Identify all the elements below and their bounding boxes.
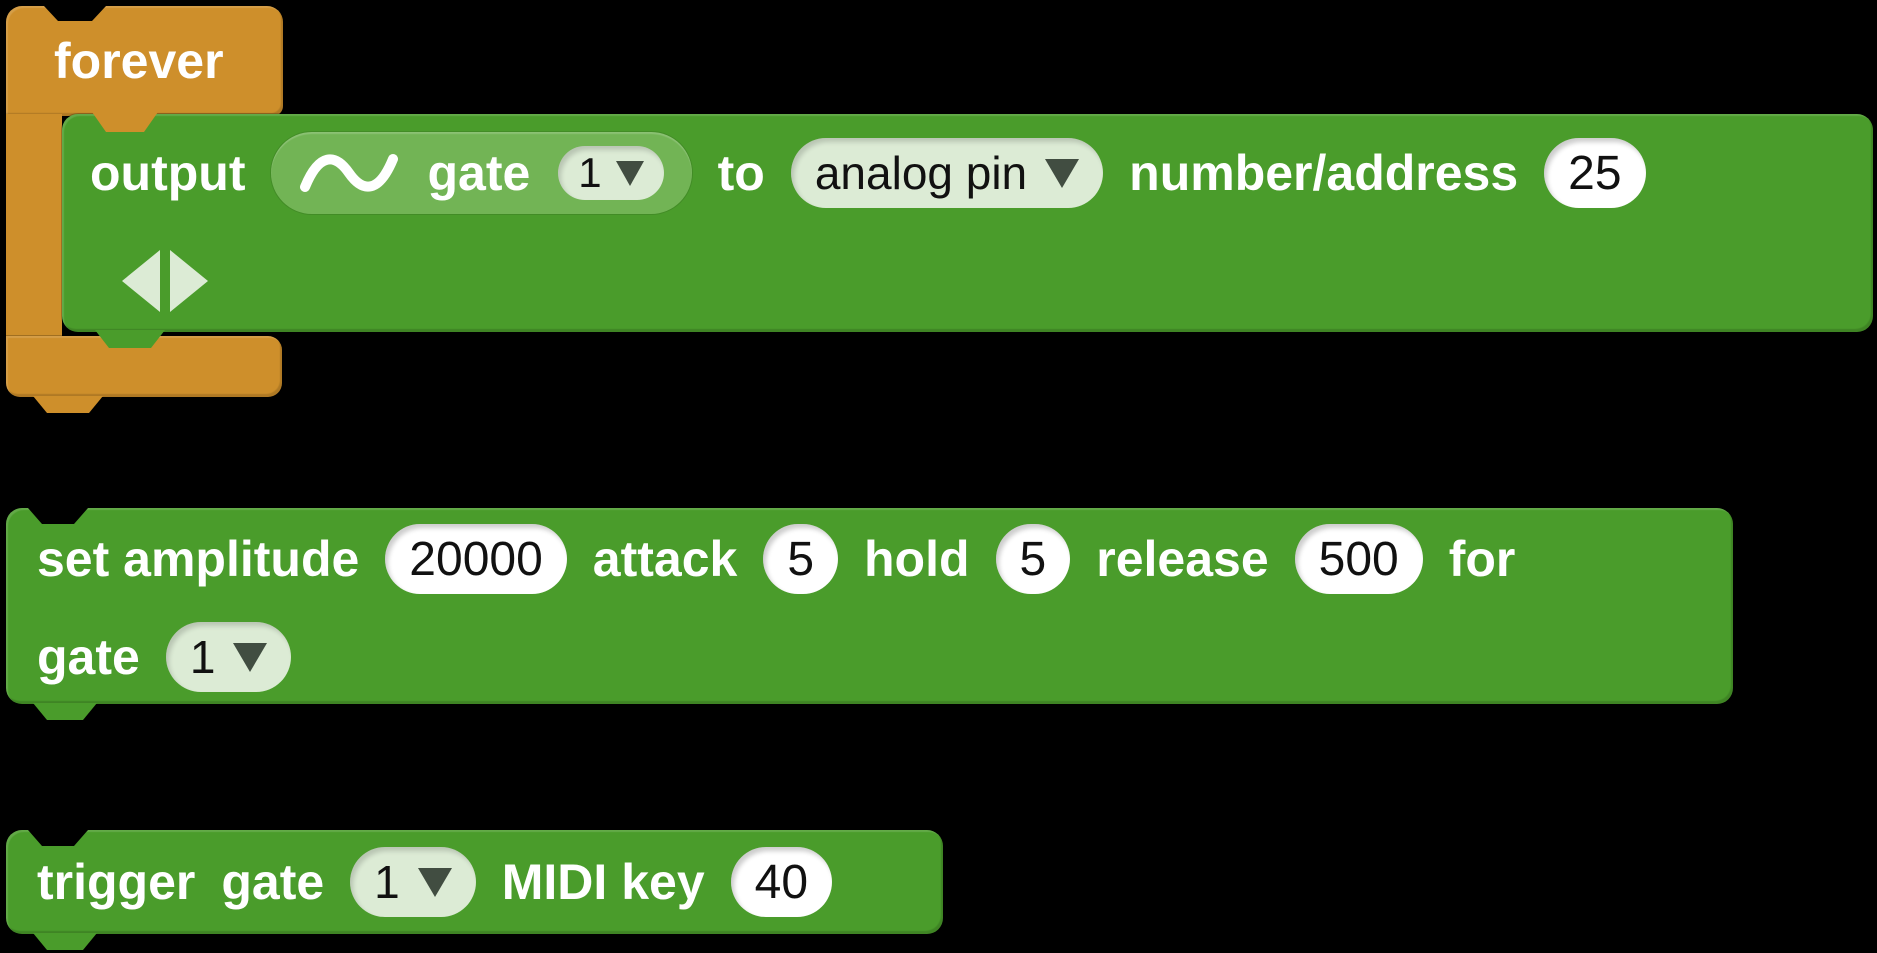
hold-input[interactable]: 5 [995,524,1071,594]
attack-input[interactable]: 5 [763,524,839,594]
destination-select-value: analog pin [814,147,1028,199]
forever-left-arm [6,114,62,338]
envelope-bottom-tab [33,703,97,720]
release-label: release [1096,531,1269,587]
trigger-block-row: trigger gate 1 MIDI key 40 [6,830,943,934]
output-block[interactable]: output gate 1 to analog pin numb [62,114,1873,332]
envelope-top-notch [28,508,88,524]
amplitude-input[interactable]: 20000 [385,524,567,594]
envelope-block[interactable]: set amplitude 20000 attack 5 hold 5 rele… [6,508,1733,704]
forever-mouth-tab [92,112,158,132]
midi-key-value: 40 [754,855,809,909]
block-expander[interactable] [122,250,208,312]
attack-label: attack [592,531,738,587]
midi-key-label: MIDI key [501,854,705,910]
to-label: to [717,145,765,201]
release-value: 500 [1318,532,1399,586]
attack-value: 5 [787,532,815,586]
output-block-row1: output gate 1 to analog pin numb [62,114,1873,232]
trigger-label: trigger [37,854,196,910]
envelope-block-row1: set amplitude 20000 attack 5 hold 5 rele… [6,508,1733,610]
gate-select-value: 1 [374,856,400,908]
right-triangle-icon[interactable] [170,250,208,312]
trigger-bottom-tab [33,933,97,950]
hold-label: hold [864,531,970,587]
dropdown-arrow-icon [1045,158,1080,188]
gate-select-value: 1 [578,149,602,196]
midi-key-input[interactable]: 40 [730,847,833,917]
output-block-row2 [62,232,1873,330]
forever-bottom-tab [33,396,103,413]
gate-select-value: 1 [189,631,216,683]
gate-label: gate [427,145,531,201]
wave-gate-reporter[interactable]: gate 1 [271,132,692,214]
output-label: output [90,145,246,201]
dropdown-arrow-icon [233,642,268,672]
envelope-block-row2: gate 1 [6,610,1733,704]
release-input[interactable]: 500 [1294,524,1423,594]
output-block-bottom-tab [95,330,165,348]
gate-select-dropdown[interactable]: 1 [558,146,664,200]
dropdown-arrow-icon [615,160,644,186]
forever-label: forever [54,33,224,89]
number-address-label: number/address [1129,145,1519,201]
gate-label: gate [221,854,325,910]
sine-wave-icon [299,145,399,201]
forever-block-head[interactable]: forever [6,6,283,116]
trigger-top-notch [28,830,88,846]
for-label: for [1448,531,1516,587]
gate-select-dropdown[interactable]: 1 [165,622,292,692]
address-input[interactable]: 25 [1544,138,1646,208]
trigger-block[interactable]: trigger gate 1 MIDI key 40 [6,830,943,934]
gate-select-dropdown[interactable]: 1 [350,847,476,917]
amplitude-value: 20000 [409,532,543,586]
dropdown-arrow-icon [417,867,452,897]
address-value: 25 [1568,146,1622,200]
set-amplitude-label: set amplitude [37,531,360,587]
hold-value: 5 [1019,532,1047,586]
gate-label: gate [37,629,140,685]
destination-select-dropdown[interactable]: analog pin [790,138,1104,208]
left-triangle-icon[interactable] [122,250,160,312]
forever-top-notch [44,6,106,21]
